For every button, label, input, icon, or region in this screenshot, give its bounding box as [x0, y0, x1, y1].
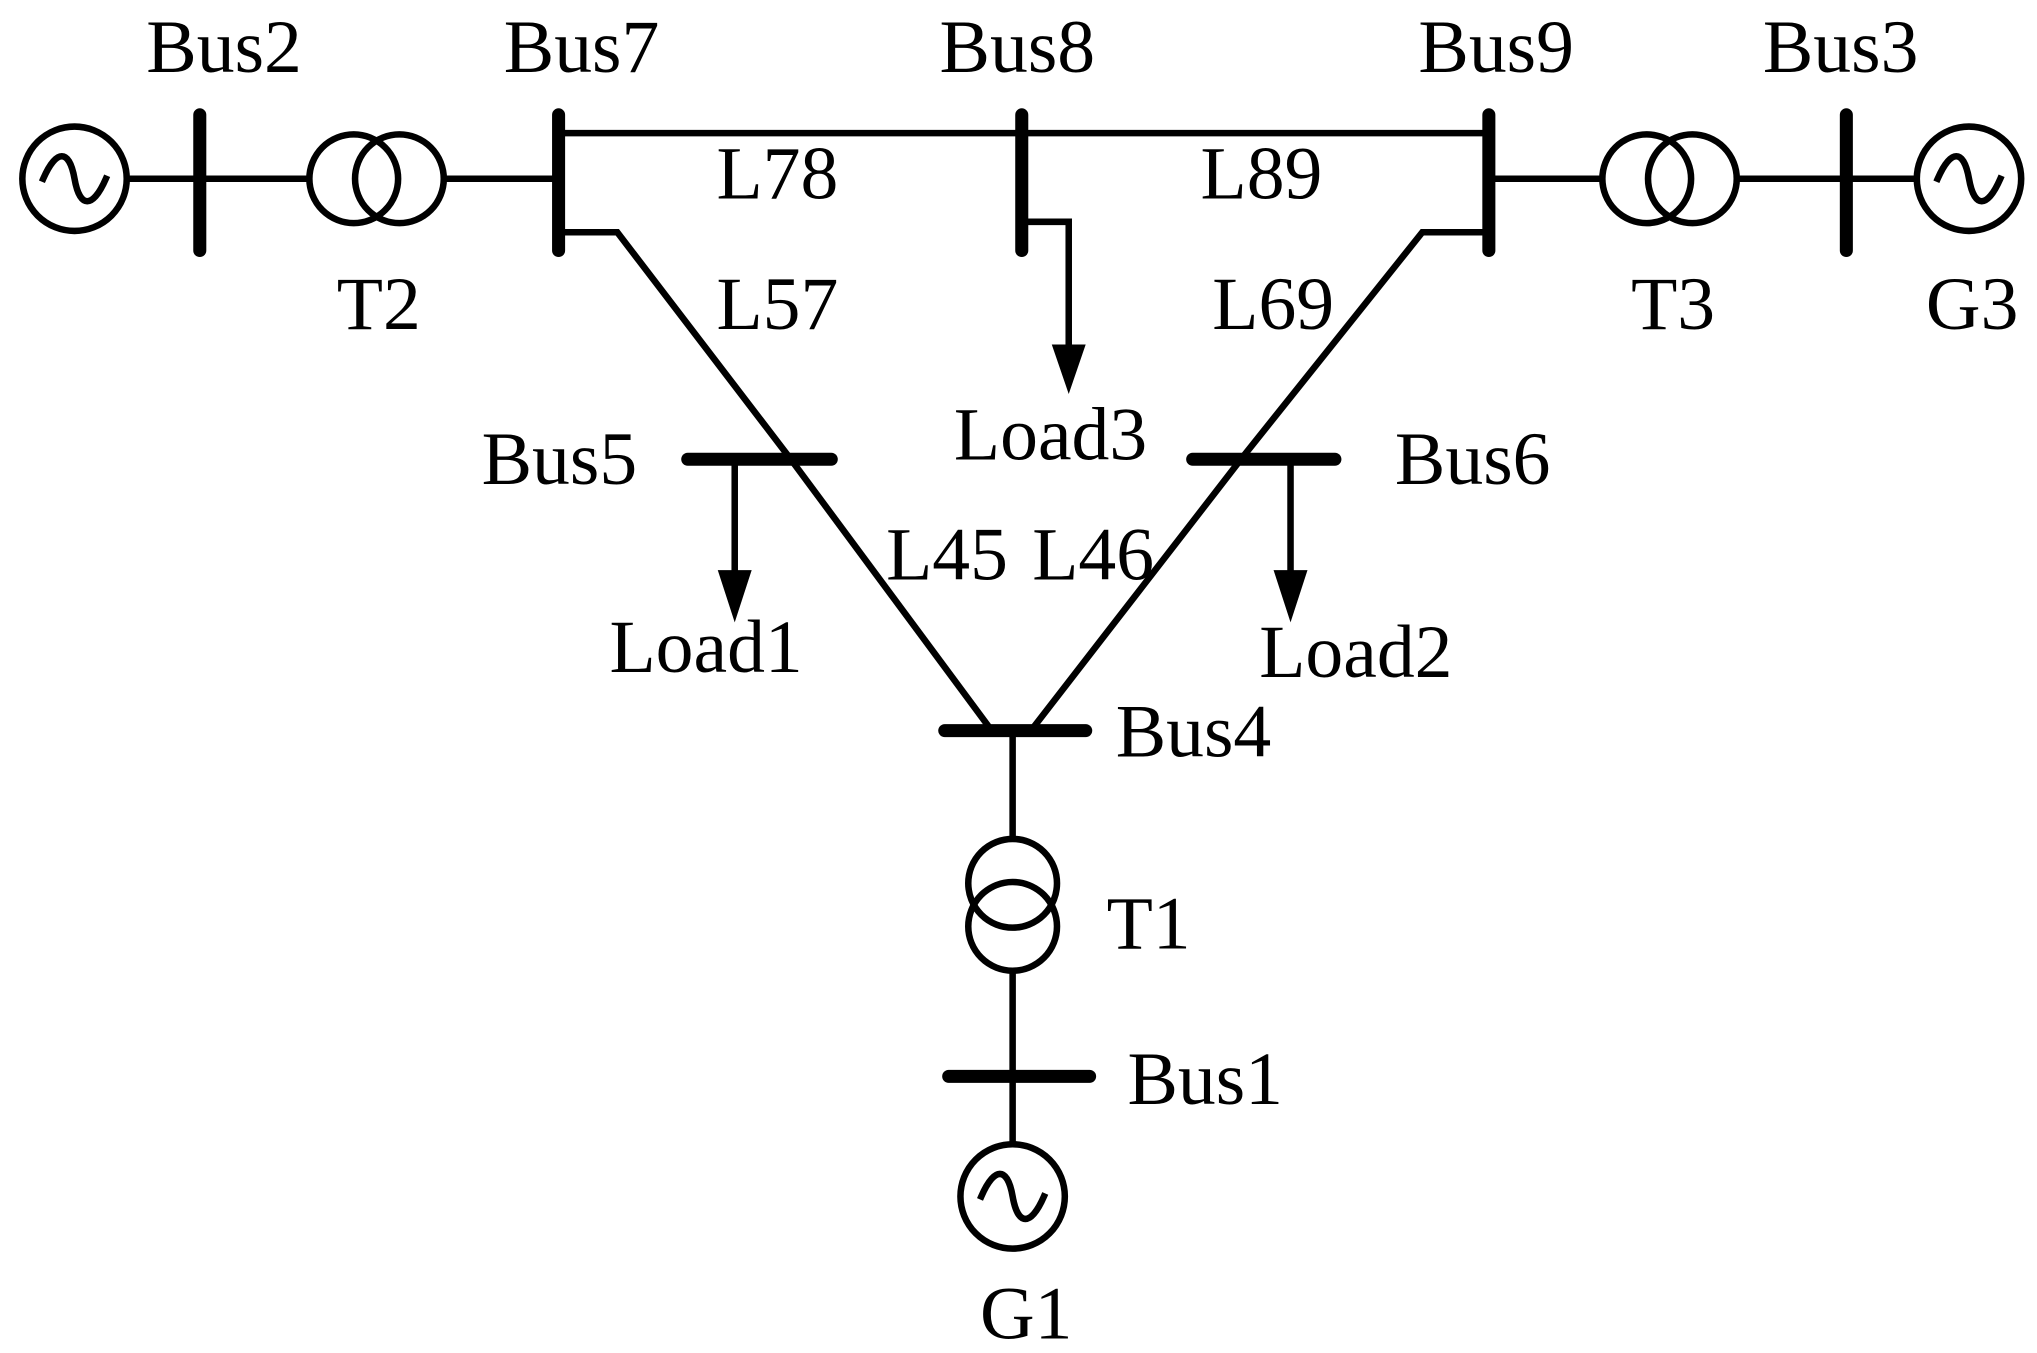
l69-label: L69 — [1212, 263, 1334, 346]
l57-label: L57 — [716, 263, 838, 346]
generator-g2-sine — [38, 153, 111, 205]
bus6-label: Bus6 — [1395, 418, 1551, 501]
bus1-label: Bus1 — [1127, 1038, 1283, 1121]
load1-label: Load1 — [609, 606, 802, 689]
generator-g1-sine — [977, 1170, 1049, 1222]
generator-g3-sine — [1933, 153, 2005, 205]
l78-label: L78 — [716, 132, 838, 215]
g1-label: G1 — [980, 1273, 1072, 1353]
load1-arrow-icon — [717, 570, 752, 623]
t3-label: T3 — [1631, 263, 1715, 346]
transformer-t3-winding-b — [1644, 131, 1741, 227]
bus5-label: Bus5 — [482, 418, 638, 501]
load3-arrow-icon — [1051, 344, 1086, 395]
bus9-label: Bus9 — [1418, 6, 1574, 89]
bus2-label: Bus2 — [146, 6, 302, 89]
bus3-label: Bus3 — [1763, 6, 1919, 89]
g3-label: G3 — [1926, 263, 2018, 346]
t1-label: T1 — [1107, 883, 1191, 966]
t2-label: T2 — [337, 263, 421, 346]
load3-feeder — [1018, 218, 1072, 353]
line-l69 — [1236, 228, 1493, 464]
line-l46 — [1026, 454, 1246, 736]
l89-label: L89 — [1201, 132, 1323, 215]
l46-label: L46 — [1032, 513, 1154, 596]
l45-label: L45 — [886, 513, 1008, 596]
bus4-label: Bus4 — [1116, 691, 1272, 774]
load3-label: Load3 — [954, 393, 1147, 476]
line-l57 — [555, 228, 796, 464]
transformer-t2-winding-b — [351, 131, 448, 227]
bus7-label: Bus7 — [504, 6, 660, 89]
load2-arrow-icon — [1273, 570, 1308, 623]
line-l45 — [786, 454, 997, 736]
load2-label: Load2 — [1259, 611, 1452, 694]
bus8-label: Bus8 — [940, 6, 1096, 89]
